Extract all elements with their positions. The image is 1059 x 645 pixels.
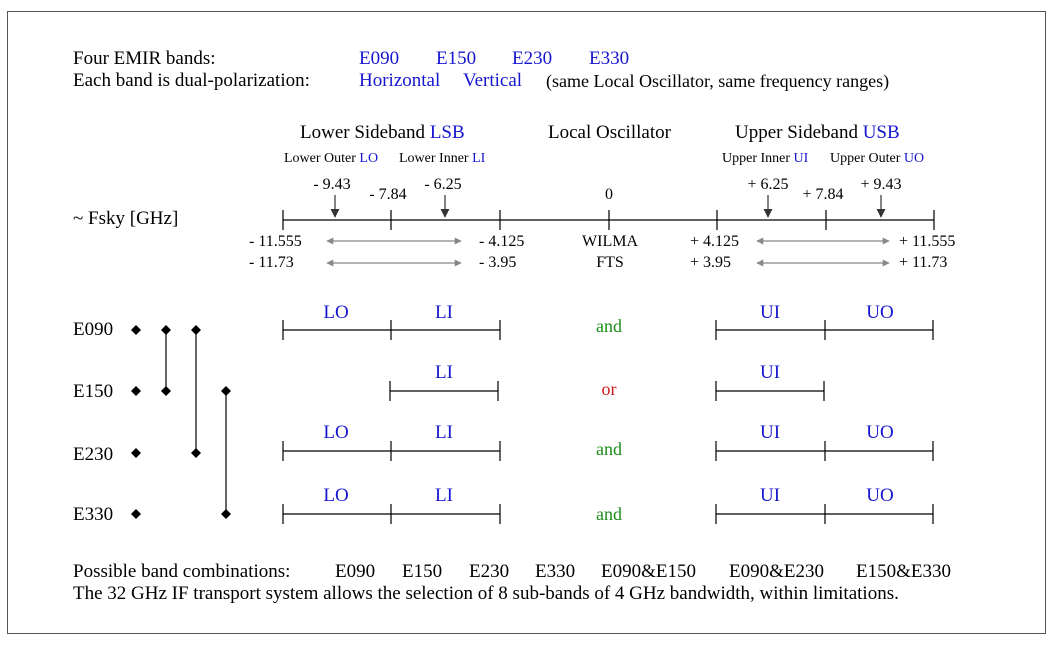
combo-3: E330 (535, 561, 576, 582)
wilma-right-inner: + 4.125 (690, 233, 740, 250)
row-name-e230: E230 (73, 444, 114, 465)
wilma-label: WILMA (582, 233, 638, 250)
fts-left-outer: - 11.73 (249, 254, 294, 271)
row-name-e330: E330 (73, 504, 114, 525)
upper-outer-text: Upper Outer (830, 151, 901, 166)
fts-left-inner: - 3.95 (479, 254, 517, 271)
lo-title: Local Oscillator (548, 122, 671, 143)
combos-label: Possible band combinations: (73, 561, 291, 582)
combination-connectors (131, 325, 231, 519)
range-arrows (326, 237, 890, 267)
upper-outer-abbr: UO (903, 151, 925, 166)
usb-title: Upper Sideband USB (735, 123, 900, 142)
tick-zero: 0 (605, 186, 613, 203)
combo-1: E150 (402, 561, 443, 582)
e230-range (282, 441, 934, 461)
tick-minus-784: - 7.84 (369, 186, 407, 203)
usb-abbr: USB (862, 122, 900, 143)
e330-range (282, 504, 934, 524)
lsb-title: Lower Sideband LSB (300, 123, 465, 142)
fts-right-inner: + 3.95 (690, 254, 732, 271)
lsb-abbr: LSB (429, 122, 465, 143)
band-e150: E150 (436, 48, 477, 69)
e090-ui: UI (759, 302, 781, 323)
frequency-axis (282, 210, 935, 230)
e090-lo: LO (323, 302, 349, 323)
upper-inner-label: Upper Inner UI (722, 152, 808, 166)
e230-li: LI (435, 422, 453, 443)
e090-range (282, 320, 934, 340)
bands-label: Four EMIR bands: (73, 48, 216, 69)
lower-inner-text: Lower Inner (399, 151, 469, 166)
footer-note: The 32 GHz IF transport system allows th… (73, 583, 899, 604)
combo-0: E090 (335, 561, 376, 582)
usb-title-text: Upper Sideband (735, 122, 858, 143)
center-arrows (330, 195, 886, 218)
e330-li: LI (435, 485, 453, 506)
fts-right-outer: + 11.73 (899, 254, 948, 271)
wilma-right-outer: + 11.555 (899, 233, 956, 250)
tick-plus-625: + 6.25 (747, 176, 789, 193)
tick-plus-784: + 7.84 (802, 186, 844, 203)
lower-outer-label: Lower Outer LO (284, 152, 378, 166)
combo-2: E230 (469, 561, 510, 582)
lower-outer-text: Lower Outer (284, 151, 356, 166)
y-axis-label: ~ Fsky [GHz] (73, 208, 179, 229)
e150-connector: or (601, 379, 617, 399)
tick-plus-943: + 9.43 (860, 176, 902, 193)
row-name-e150: E150 (73, 381, 114, 402)
e230-connector: and (596, 439, 622, 459)
e150-ui: UI (759, 362, 781, 383)
e090-uo: UO (866, 302, 894, 323)
pol-label: Each band is dual-polarization: (73, 70, 310, 91)
tick-minus-943: - 9.43 (313, 176, 351, 193)
e230-uo: UO (866, 422, 894, 443)
e230-ui: UI (759, 422, 781, 443)
band-e090: E090 (359, 48, 400, 69)
lower-outer-abbr: LO (359, 151, 379, 166)
combo-5: E090&E230 (729, 561, 824, 582)
row-name-e090: E090 (73, 319, 114, 340)
lsb-title-text: Lower Sideband (300, 122, 426, 143)
upper-inner-abbr: UI (793, 151, 809, 166)
wilma-left-outer: - 11.555 (249, 233, 302, 250)
e150-li: LI (435, 362, 453, 383)
e330-connector: and (596, 504, 622, 524)
upper-inner-text: Upper Inner (722, 151, 791, 166)
e330-lo: LO (323, 485, 349, 506)
e090-connector: and (596, 316, 622, 336)
combo-4: E090&E150 (601, 561, 696, 582)
upper-outer-label: Upper Outer UO (830, 152, 924, 166)
fts-label: FTS (596, 254, 624, 271)
e330-ui: UI (759, 485, 781, 506)
pol-note: (same Local Oscillator, same frequency r… (546, 71, 890, 91)
lower-inner-label: Lower Inner LI (399, 152, 485, 166)
e150-range (389, 381, 825, 401)
wilma-left-inner: - 4.125 (479, 233, 525, 250)
band-ranges (282, 320, 934, 524)
figure-frame (7, 11, 1046, 634)
band-e230: E230 (512, 48, 553, 69)
lower-inner-abbr: LI (472, 151, 486, 166)
e230-lo: LO (323, 422, 349, 443)
e090-li: LI (435, 302, 453, 323)
band-e330: E330 (589, 48, 630, 69)
pol-vertical: Vertical (463, 70, 523, 91)
tick-minus-625: - 6.25 (424, 176, 462, 193)
e330-uo: UO (866, 485, 894, 506)
connector-diamonds (131, 325, 231, 519)
pol-horizontal: Horizontal (359, 70, 441, 91)
combo-6: E150&E330 (856, 561, 951, 582)
